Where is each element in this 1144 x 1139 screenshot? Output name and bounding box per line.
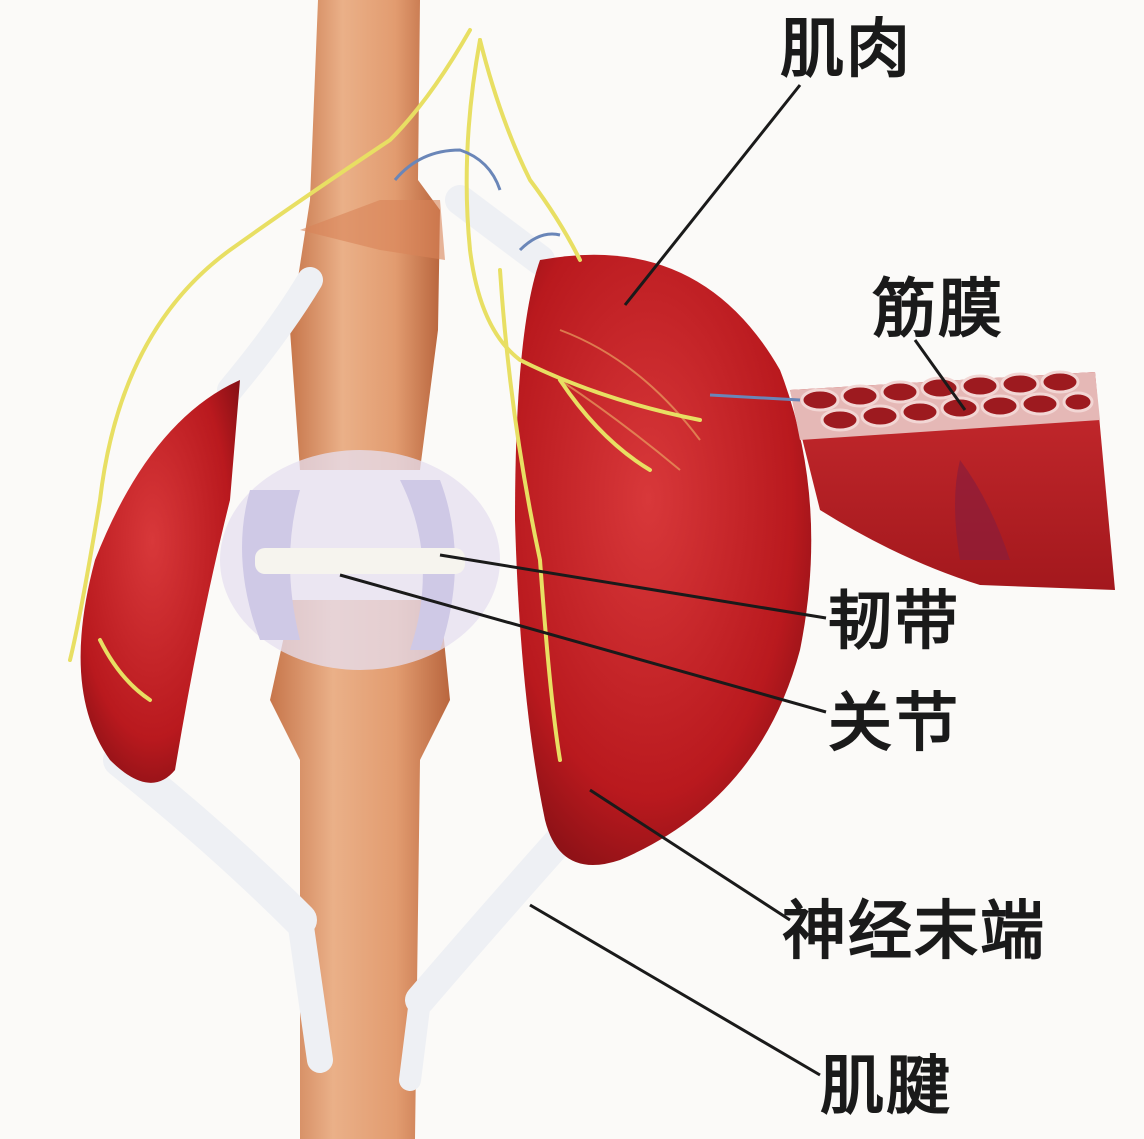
label-fascia: 筋膜 [872,278,1004,342]
label-tendon: 肌腱 [820,1055,952,1119]
leader-line-muscle [625,85,800,305]
upper-bone [290,0,445,470]
leader-line-tendon [530,905,820,1075]
label-muscle: 肌肉 [780,18,912,82]
label-joint: 关节 [828,692,960,756]
right-muscle [515,255,811,865]
fascia-cross-section [790,372,1115,590]
joint-capsule [220,450,500,670]
left-muscle [81,380,240,783]
label-nerve-ending: 神经末端 [782,900,1046,964]
label-ligament: 韧带 [828,590,960,654]
